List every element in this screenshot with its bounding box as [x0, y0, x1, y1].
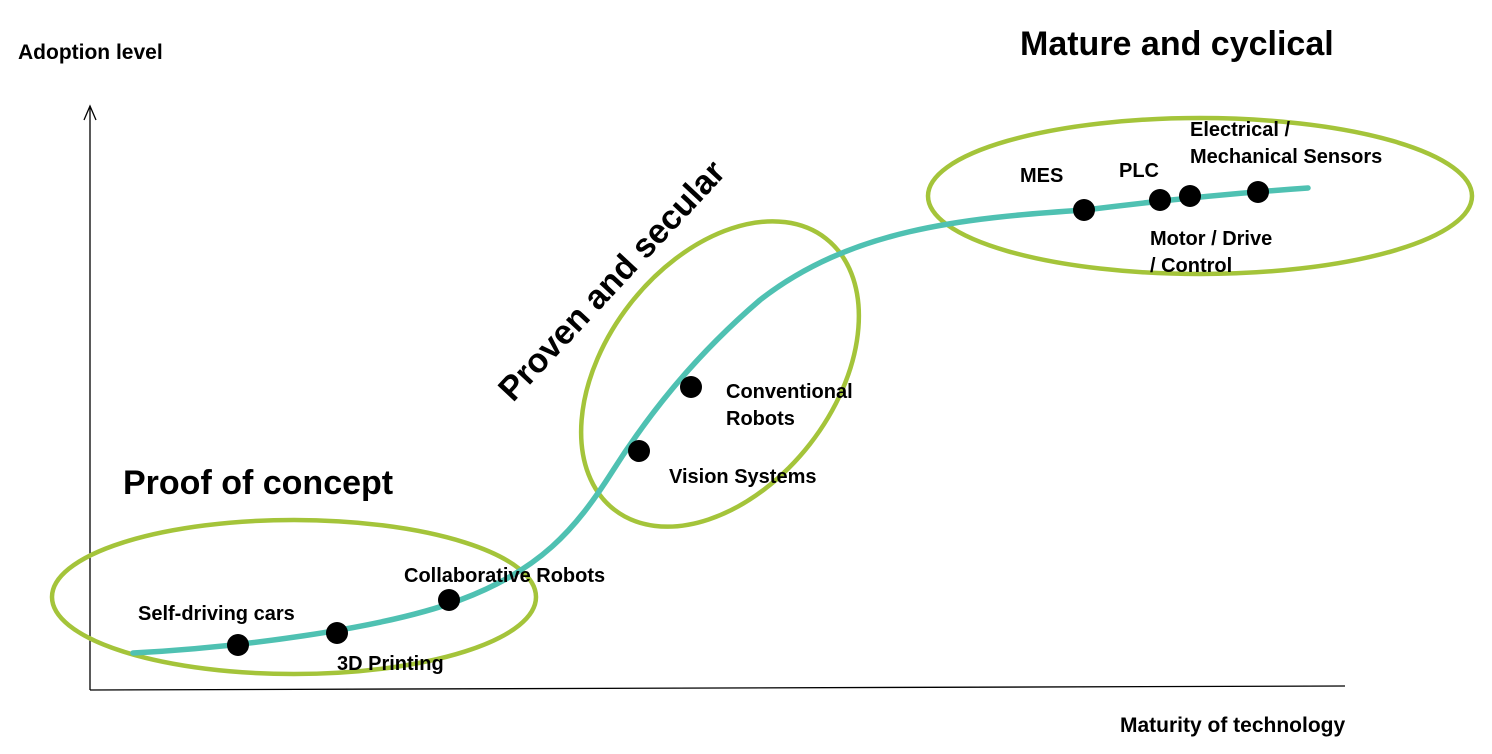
label-motor-drive-control: Motor / Drive / Control	[1150, 228, 1278, 277]
label-line: / Control	[1150, 255, 1232, 277]
x-axis-label: Maturity of technology	[1120, 714, 1345, 737]
phase-ellipse-mature	[925, 115, 1475, 277]
label-line: PLC	[1119, 160, 1159, 182]
label-3d-printing: 3D Printing	[337, 653, 444, 675]
label-plc: PLC	[1119, 160, 1159, 182]
point-collaborative-robots	[438, 589, 460, 611]
phase-ellipse-proven	[578, 219, 862, 529]
label-conventional-robots: Conventional Robots	[726, 381, 858, 430]
point-motor-drive-control	[1179, 185, 1201, 207]
label-line: Self-driving cars	[138, 603, 295, 625]
point-electrical-mechanical-sensors	[1247, 181, 1269, 203]
label-line: Vision Systems	[669, 466, 816, 488]
phase-ellipse-proof	[49, 517, 539, 677]
label-vision-systems: Vision Systems	[669, 466, 816, 488]
label-electrical-mechanical-sensors: Electrical / Mechanical Sensors	[1190, 119, 1382, 168]
label-line: Collaborative Robots	[404, 565, 605, 587]
phase-title-proven: Proven and secular	[491, 153, 733, 408]
point-vision-systems	[628, 440, 650, 462]
label-line: Robots	[726, 408, 795, 430]
y-axis-label: Adoption level	[18, 41, 163, 64]
phase-title-mature: Mature and cyclical	[1020, 25, 1334, 63]
label-line: MES	[1020, 165, 1063, 187]
label-collaborative-robots: Collaborative Robots	[404, 565, 605, 587]
y-axis-arrow	[83, 104, 97, 121]
phase-title-proof: Proof of concept	[123, 464, 393, 502]
point-3d-printing	[326, 622, 348, 644]
label-line: 3D Printing	[337, 653, 444, 675]
label-line: Mechanical Sensors	[1190, 146, 1382, 168]
label-line: Motor / Drive	[1150, 228, 1272, 250]
point-plc	[1149, 189, 1171, 211]
label-self-driving-cars: Self-driving cars	[138, 603, 295, 625]
x-axis-line	[89, 685, 1346, 691]
point-conventional-robots	[680, 376, 702, 398]
adoption-s-curve	[130, 185, 1311, 656]
label-line: Electrical /	[1190, 119, 1291, 141]
point-mes	[1073, 199, 1095, 221]
point-self-driving-cars	[227, 634, 249, 656]
label-line: Conventional	[726, 381, 853, 403]
label-mes: MES	[1020, 165, 1063, 187]
